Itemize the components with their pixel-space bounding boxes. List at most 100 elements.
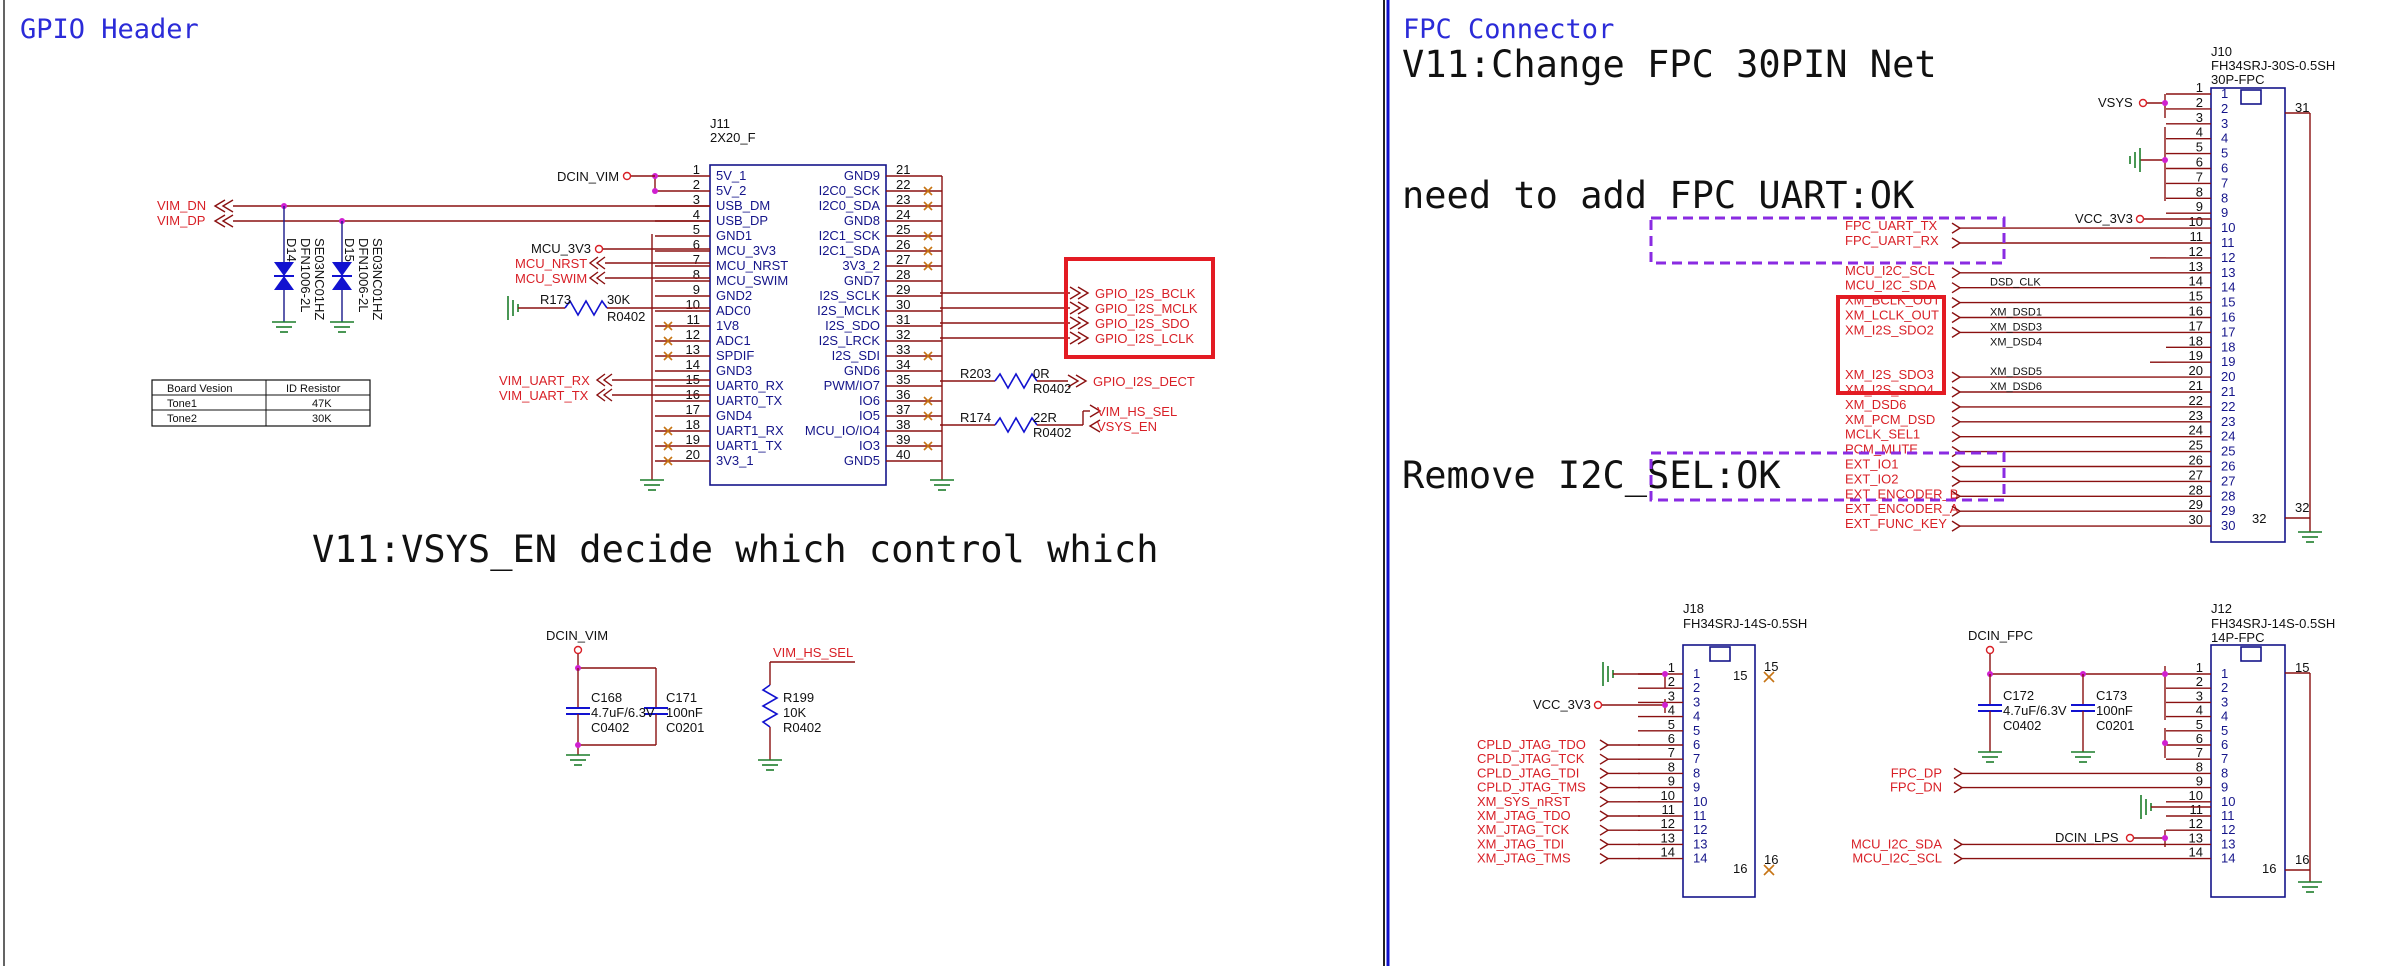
fpc-pin-inner-number: 2 — [2221, 680, 2228, 695]
gpio-i2s-mclk-label: GPIO_I2S_MCLK — [1095, 301, 1198, 316]
no-connect-mark — [923, 246, 933, 256]
j11-pin-name: I2S_LRCK — [819, 333, 881, 348]
j10-part: FH34SRJ-30S-0.5SH — [2211, 58, 2335, 73]
fpc-pin-number: 4 — [2196, 703, 2203, 718]
fpc-pin-inner-number: 3 — [2221, 116, 2228, 131]
c172-ref: C172 — [2003, 688, 2034, 703]
c168-value: 4.7uF/6.3V — [591, 705, 655, 720]
j11-pin-number: 22 — [896, 177, 910, 192]
j10-vsys-label: VSYS — [2098, 95, 2133, 110]
fpc-pin-inner-number: 8 — [2221, 190, 2228, 205]
j11-pin-name: GND2 — [716, 288, 752, 303]
port-arrow — [213, 199, 226, 213]
j11-pin-number: 1 — [693, 162, 700, 177]
j11-pin-name: GND9 — [844, 168, 880, 183]
j11-pin-name: IO6 — [859, 393, 880, 408]
j10-net-labels: FPC_UART_TXFPC_UART_RXMCU_I2C_SCLMCU_I2C… — [1845, 218, 2166, 532]
dcin-lps-label: DCIN_LPS — [2055, 830, 2119, 845]
j11-pin-number: 32 — [896, 327, 910, 342]
fpc-pin-inner-number: 21 — [2221, 384, 2235, 399]
r174-ref: R174 — [960, 410, 991, 425]
fpc-pin-inner-number: 13 — [2221, 265, 2235, 280]
j11-pin-name: SPDIF — [716, 348, 754, 363]
c172-footprint: C0402 — [2003, 718, 2041, 733]
no-connect-mark — [923, 186, 933, 196]
no-connect-mark — [1763, 864, 1775, 876]
port-arrow — [1599, 810, 1610, 822]
fpc-pin-number: 16 — [2189, 304, 2203, 319]
mcu-swim-label: MCU_SWIM — [515, 271, 587, 286]
d14-value: SE03NC01HZ — [312, 238, 327, 320]
fpc-pin-number: 10 — [2189, 788, 2203, 803]
j18-net-label: XM_JTAG_TDO — [1477, 808, 1571, 823]
fpc-pin-number: 22 — [2189, 393, 2203, 408]
no-connect-mark — [923, 396, 933, 406]
port-arrow — [1951, 371, 1962, 383]
d15-fp: DFN1006-2L — [356, 238, 371, 312]
r173-footprint: R0402 — [607, 309, 645, 324]
diode-d15: D15 DFN1006-2L SE03NC01HZ — [330, 221, 385, 333]
i2c-sel-dashed-box — [1649, 451, 2006, 502]
r174-value: 22R — [1033, 410, 1057, 425]
j12-net-label: MCU_I2C_SDA — [1851, 836, 1942, 851]
fpc-pin-number: 10 — [2189, 214, 2203, 229]
j11-pin-number: 17 — [686, 402, 700, 417]
fpc-pin-number: 9 — [1668, 774, 1675, 789]
c168-footprint: C0402 — [591, 720, 629, 735]
d15-ref: D15 — [342, 238, 357, 262]
fpc-pin-number: 15 — [2189, 289, 2203, 304]
c168-ref: C168 — [591, 690, 622, 705]
no-connect-mark — [923, 351, 933, 361]
j11-pin-name: UART1_TX — [716, 438, 783, 453]
port-arrow — [602, 373, 613, 387]
port-arrow — [588, 271, 599, 285]
j18-net-label: XM_SYS_nRST — [1477, 794, 1570, 809]
j11-pin-number: 2 — [693, 177, 700, 192]
no-connect-mark — [663, 321, 673, 331]
no-connect-mark — [663, 336, 673, 346]
j18-mount-bot: 16 — [1764, 852, 1778, 867]
j18-inner-top: 15 — [1733, 668, 1747, 683]
j11-value: 2X20_F — [710, 130, 756, 145]
j11-pin-number: 37 — [896, 402, 910, 417]
port-arrow — [1599, 838, 1610, 850]
vim-hs-sel-label-2: VIM_HS_SEL — [773, 645, 853, 660]
fpc-pin-inner-number: 9 — [2221, 780, 2228, 795]
r203-ref: R203 — [960, 366, 991, 381]
j11-pin-name: USB_DM — [716, 198, 770, 213]
fpc-pin-number: 3 — [2196, 110, 2203, 125]
fpc-pin-inner-number: 24 — [2221, 429, 2235, 444]
j11-pin-name: MCU_IO/IO4 — [805, 423, 880, 438]
j11-pin-number: 36 — [896, 387, 910, 402]
j10-body — [2210, 87, 2286, 543]
j11-pin-number: 7 — [693, 252, 700, 267]
power-port-dcin-vim — [622, 171, 632, 181]
r174-footprint: R0402 — [1033, 425, 1071, 440]
j10-dsd-label: XM_DSD4 — [1990, 336, 2042, 348]
port-arrow — [1599, 796, 1610, 808]
junction — [652, 188, 658, 194]
j11-pin-number: 9 — [693, 282, 700, 297]
power-port-vsys — [2138, 98, 2148, 108]
j12-net-label: FPC_DN — [1890, 780, 1942, 795]
j10-net-label: EXT_IO1 — [1845, 457, 1898, 472]
port-arrow — [1599, 824, 1610, 836]
j18-net-label: CPLD_JTAG_TDI — [1477, 765, 1579, 780]
no-connect-mark — [923, 261, 933, 271]
dcin-vim-label-2: DCIN_VIM — [546, 628, 608, 643]
fpc-pin-inner-number: 4 — [2221, 709, 2228, 724]
port-arrow — [588, 256, 599, 270]
note-change-fpc: V11:Change FPC 30PIN Net — [1402, 43, 1937, 86]
fpc-pin-number: 13 — [2189, 830, 2203, 845]
dcin-fpc-label: DCIN_FPC — [1968, 628, 2033, 643]
fpc-pin-inner-number: 5 — [2221, 723, 2228, 738]
no-connect-mark — [663, 441, 673, 451]
j11-pin-name: UART0_RX — [716, 378, 784, 393]
j18-net-label: CPLD_JTAG_TCK — [1477, 751, 1585, 766]
port-arrow — [1951, 237, 1962, 249]
fpc-pin-inner-number: 8 — [1693, 765, 1700, 780]
